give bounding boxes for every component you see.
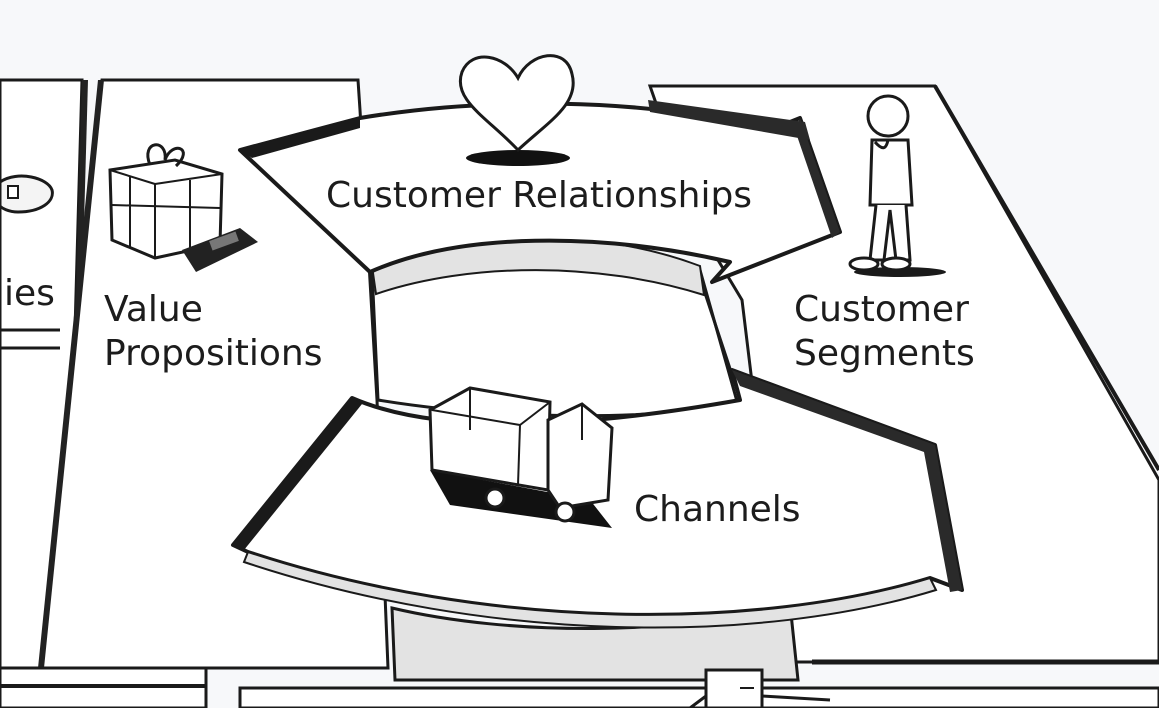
customer-relationships-arrow bbox=[238, 100, 842, 284]
bottom-box-icon bbox=[689, 668, 831, 708]
heart-icon bbox=[458, 54, 575, 166]
value-propositions-label: Value Propositions bbox=[104, 288, 322, 376]
customer-relationships-label: Customer Relationships bbox=[326, 175, 753, 216]
customer-segments-line-2: Segments bbox=[794, 333, 975, 374]
bottom-panels bbox=[0, 659, 1159, 708]
center-band bbox=[370, 236, 800, 682]
truck-icon bbox=[428, 386, 614, 528]
partial-block-label: ies bbox=[4, 273, 55, 314]
partial-icon bbox=[0, 174, 54, 214]
value-propositions-line-2: Propositions bbox=[104, 333, 323, 374]
customer-segments-line-1: Customer bbox=[794, 289, 969, 330]
person-icon bbox=[848, 94, 946, 277]
gift-icon bbox=[108, 143, 258, 272]
channels-label: Channels bbox=[634, 489, 801, 530]
value-propositions-line-1: Value bbox=[104, 289, 203, 330]
customer-segments-label: Customer Segments bbox=[794, 288, 975, 376]
